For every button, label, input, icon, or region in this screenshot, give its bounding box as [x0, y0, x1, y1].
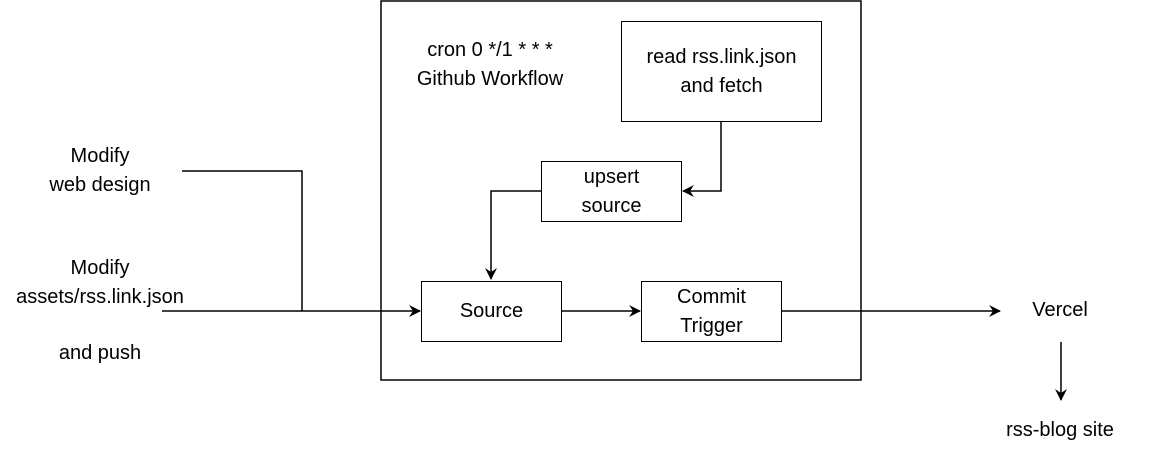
design-line1: Modify	[70, 145, 130, 167]
fetch-box	[621, 21, 822, 122]
upsert-line1: upsert	[583, 165, 640, 188]
design-input-label: Modify web design	[20, 142, 180, 200]
source-label: Source	[421, 281, 562, 342]
edge-fetch-to-upsert	[682, 121, 722, 197]
assets-line2: assets/rss.link.json	[16, 286, 184, 308]
upsert-line2: source	[581, 194, 642, 217]
commit-label: Commit Trigger	[641, 281, 782, 342]
site-label: rss-blog site	[1006, 419, 1114, 441]
upsert-box	[541, 161, 682, 222]
fetch-line2: and fetch	[680, 74, 763, 97]
fetch-line1: read rss.link.json	[646, 45, 797, 68]
design-line2: web design	[49, 174, 151, 196]
workflow-schedule: cron 0 */1 * * *	[427, 39, 553, 61]
workflow-name: Github Workflow	[416, 68, 564, 90]
edge-design-to-source	[182, 170, 303, 311]
workflow-label: cron 0 */1 * * * Github Workflow	[400, 36, 580, 94]
source-box	[421, 281, 562, 342]
commit-box	[641, 281, 782, 342]
fetch-label: read rss.link.json and fetch	[621, 21, 822, 122]
edge-upsert-to-source	[485, 190, 541, 280]
workflow-container	[380, 0, 862, 381]
source-text: Source	[459, 300, 524, 322]
commit-line1: Commit	[677, 285, 746, 308]
vercel-label: Vercel	[1032, 299, 1088, 321]
commit-line2: Trigger	[680, 314, 743, 337]
assets-push-label: and push	[58, 342, 142, 364]
assets-input-label: Modify assets/rss.link.json	[0, 254, 220, 312]
assets-line1: Modify	[70, 257, 130, 279]
upsert-label: upsert source	[541, 161, 682, 222]
